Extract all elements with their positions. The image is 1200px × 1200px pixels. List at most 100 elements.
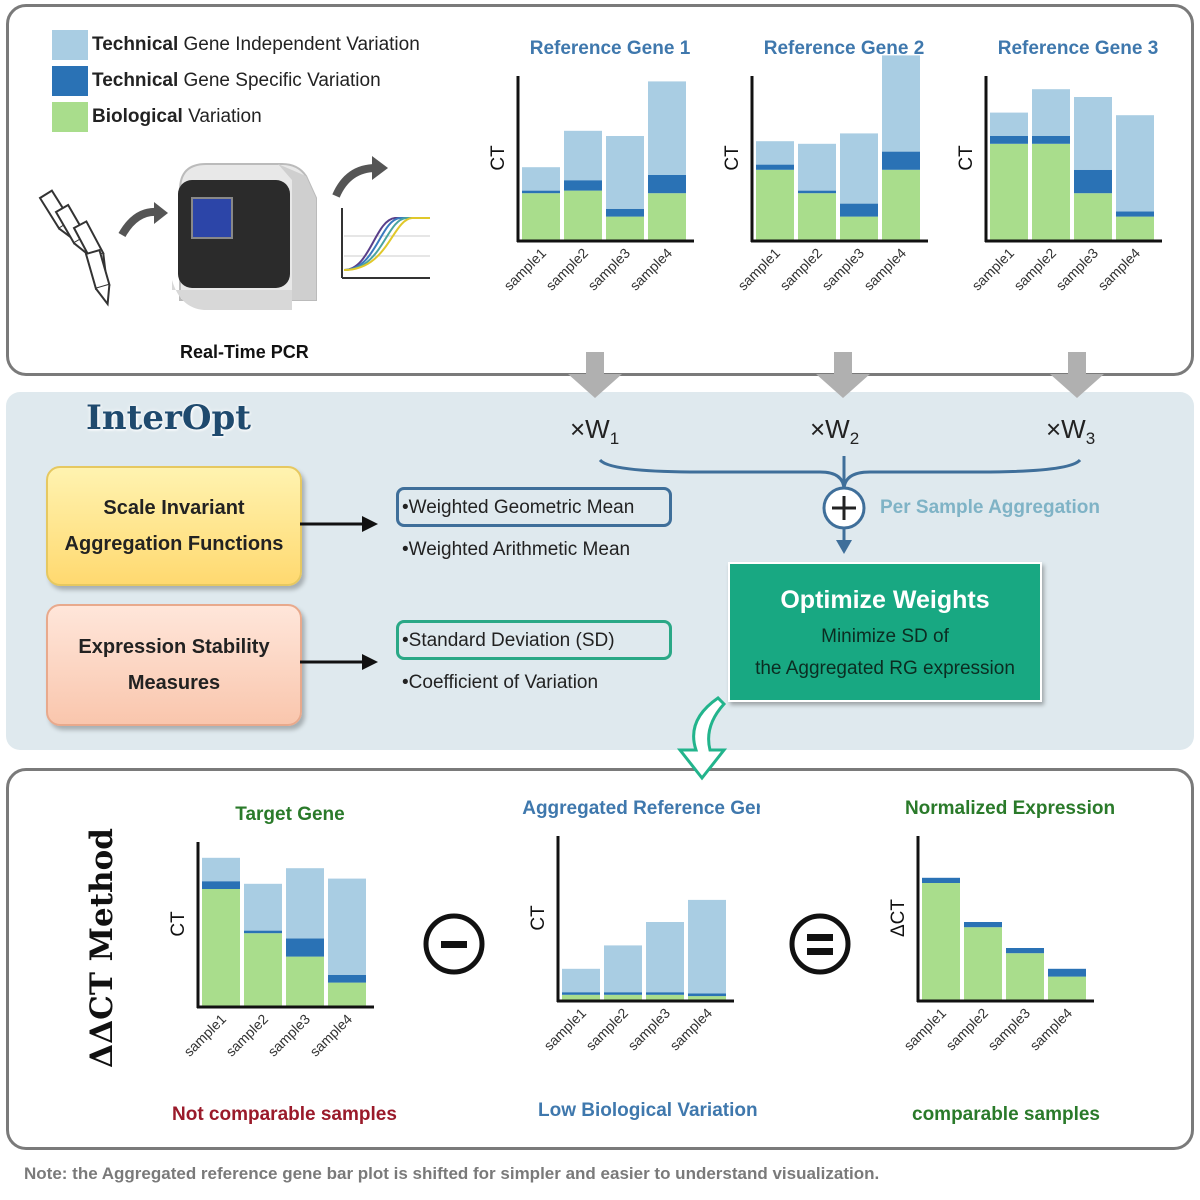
bar-segment (1074, 169, 1112, 194)
bar-segment (756, 141, 794, 165)
optimize-weights-line2: the Aggregated RG expression (755, 658, 1015, 679)
pcr-label: Real-Time PCR (180, 342, 309, 362)
aggregation-functions-line1: Scale Invariant (103, 497, 245, 519)
bar-segment (840, 216, 878, 240)
subtitle-not-comparable: Not comparable samples (172, 1104, 397, 1125)
bar-segment (328, 878, 366, 975)
bar-segment (922, 883, 960, 1000)
bar-segment (964, 922, 1002, 928)
y-axis-label: CT (722, 145, 743, 171)
x-tick-label: sample4 (626, 245, 675, 294)
bar-segment (990, 143, 1028, 240)
chart-normalized-expression: Normalized ExpressionΔCTsample1sample2sa… (888, 798, 1115, 1054)
bar-segment (564, 130, 602, 181)
y-axis-label: CT (956, 145, 977, 171)
bar-segment (286, 956, 324, 1006)
bar-segment (1116, 115, 1154, 212)
bar-segment (202, 857, 240, 882)
per-sample-aggregation-label: Per Sample Aggregation (880, 497, 1100, 518)
bar-segment (688, 899, 726, 994)
bar-segment (286, 868, 324, 939)
bar-segment (1032, 136, 1070, 144)
legend-label-tech-specific: Technical Gene Specific Variation (92, 70, 381, 91)
bar-segment (756, 169, 794, 240)
subtitle-low-biological-variation: Low Biological Variation (538, 1100, 758, 1121)
bar-segment (1048, 968, 1086, 977)
chart-title: Reference Gene 3 (998, 38, 1159, 59)
bar-segment (922, 877, 960, 883)
chart-aggregated-reference-gene: Aggregated Reference GeneCTsample1sample… (522, 798, 760, 1054)
y-axis-label: ΔCT (888, 899, 909, 937)
bar-segment (648, 81, 686, 175)
option-standard-deviation: •Standard Deviation (SD) (402, 630, 615, 651)
legend-label-biological: Biological Variation (92, 106, 262, 127)
box-arrows (300, 516, 378, 670)
bar-segment (646, 992, 684, 995)
x-tick-label: sample3 (1052, 245, 1101, 294)
bar-segment (840, 133, 878, 204)
bar-segment (606, 216, 644, 240)
x-tick-label: sample2 (776, 245, 825, 294)
bar-segment (244, 930, 282, 934)
option-coefficient-of-variation: •Coefficient of Variation (402, 672, 599, 693)
x-tick-label: sample1 (968, 245, 1017, 294)
hollow-green-arrow-icon (676, 696, 728, 781)
bar-segment (564, 190, 602, 240)
bar-segment (1032, 143, 1070, 240)
weight-1: ×W1 (570, 414, 620, 449)
x-tick-label: sample1 (734, 245, 783, 294)
optimize-weights-title: Optimize Weights (780, 586, 990, 614)
x-tick-label: sample3 (584, 245, 633, 294)
bar-segment (798, 190, 836, 194)
selected-aggregation-highlight (396, 487, 672, 527)
bar-segment (1116, 216, 1154, 240)
x-tick-label: sample4 (1026, 1005, 1075, 1054)
chart-title: Aggregated Reference Gene (522, 798, 760, 819)
bar-segment (1048, 976, 1086, 1000)
ddct-method-label: ΔΔCT Method (84, 828, 120, 1068)
bar-segment (1032, 89, 1070, 136)
pcr-tubes-icon (38, 189, 111, 307)
selected-stability-highlight (396, 620, 672, 660)
option-weighted-geometric-mean: •Weighted Geometric Mean (402, 497, 635, 518)
x-tick-label: sample1 (540, 1005, 589, 1054)
chart-reference-gene-1: Reference Gene 1CTsample1sample2sample3s… (488, 38, 694, 294)
x-tick-label: sample3 (984, 1005, 1033, 1054)
chart-reference-gene-3: Reference Gene 3CTsample1sample2sample3s… (956, 38, 1162, 294)
x-tick-label: sample3 (818, 245, 867, 294)
bar-segment (688, 993, 726, 997)
x-tick-label: sample1 (900, 1005, 949, 1054)
subtitle-comparable-samples: comparable samples (912, 1104, 1100, 1125)
bar-segment (202, 881, 240, 889)
stability-measures-box: Expression Stability Measures (46, 604, 302, 726)
bar-segment (990, 136, 1028, 144)
bar-segment (646, 922, 684, 993)
chart-reference-gene-2: Reference Gene 2CTsample1sample2sample3s… (722, 38, 928, 294)
legend-swatch-tech-independent (52, 30, 88, 60)
bar-segment (328, 974, 366, 983)
bar-segment (604, 994, 642, 1000)
stability-measures-line1: Expression Stability (78, 636, 270, 658)
curved-arrow-icon (118, 207, 159, 238)
bar-segment (202, 889, 240, 1006)
x-tick-label: sample2 (582, 1005, 631, 1054)
bar-segment (1116, 211, 1154, 217)
bar-segment (882, 55, 920, 152)
bar-segment (606, 208, 644, 217)
bar-segment (756, 164, 794, 170)
bar-segment (688, 996, 726, 1000)
bar-segment (522, 193, 560, 240)
aggregation-functions-line2: Aggregation Functions (64, 533, 284, 555)
bar-segment (328, 982, 366, 1006)
chart-target-gene: Target GeneCTsample1sample2sample3sample… (168, 804, 374, 1060)
bar-segment (882, 169, 920, 240)
x-tick-label: sample1 (500, 245, 549, 294)
option-weighted-arithmetic-mean: •Weighted Arithmetic Mean (402, 539, 631, 560)
bar-segment (964, 927, 1002, 1000)
optimize-weights-line1: Minimize SD of (821, 626, 949, 647)
bar-segment (562, 968, 600, 993)
bar-segment (882, 151, 920, 170)
bar-segment (286, 938, 324, 957)
x-tick-label: sample4 (666, 1005, 715, 1054)
optimize-weights-box: Optimize Weights Minimize SD of the Aggr… (728, 562, 1042, 702)
